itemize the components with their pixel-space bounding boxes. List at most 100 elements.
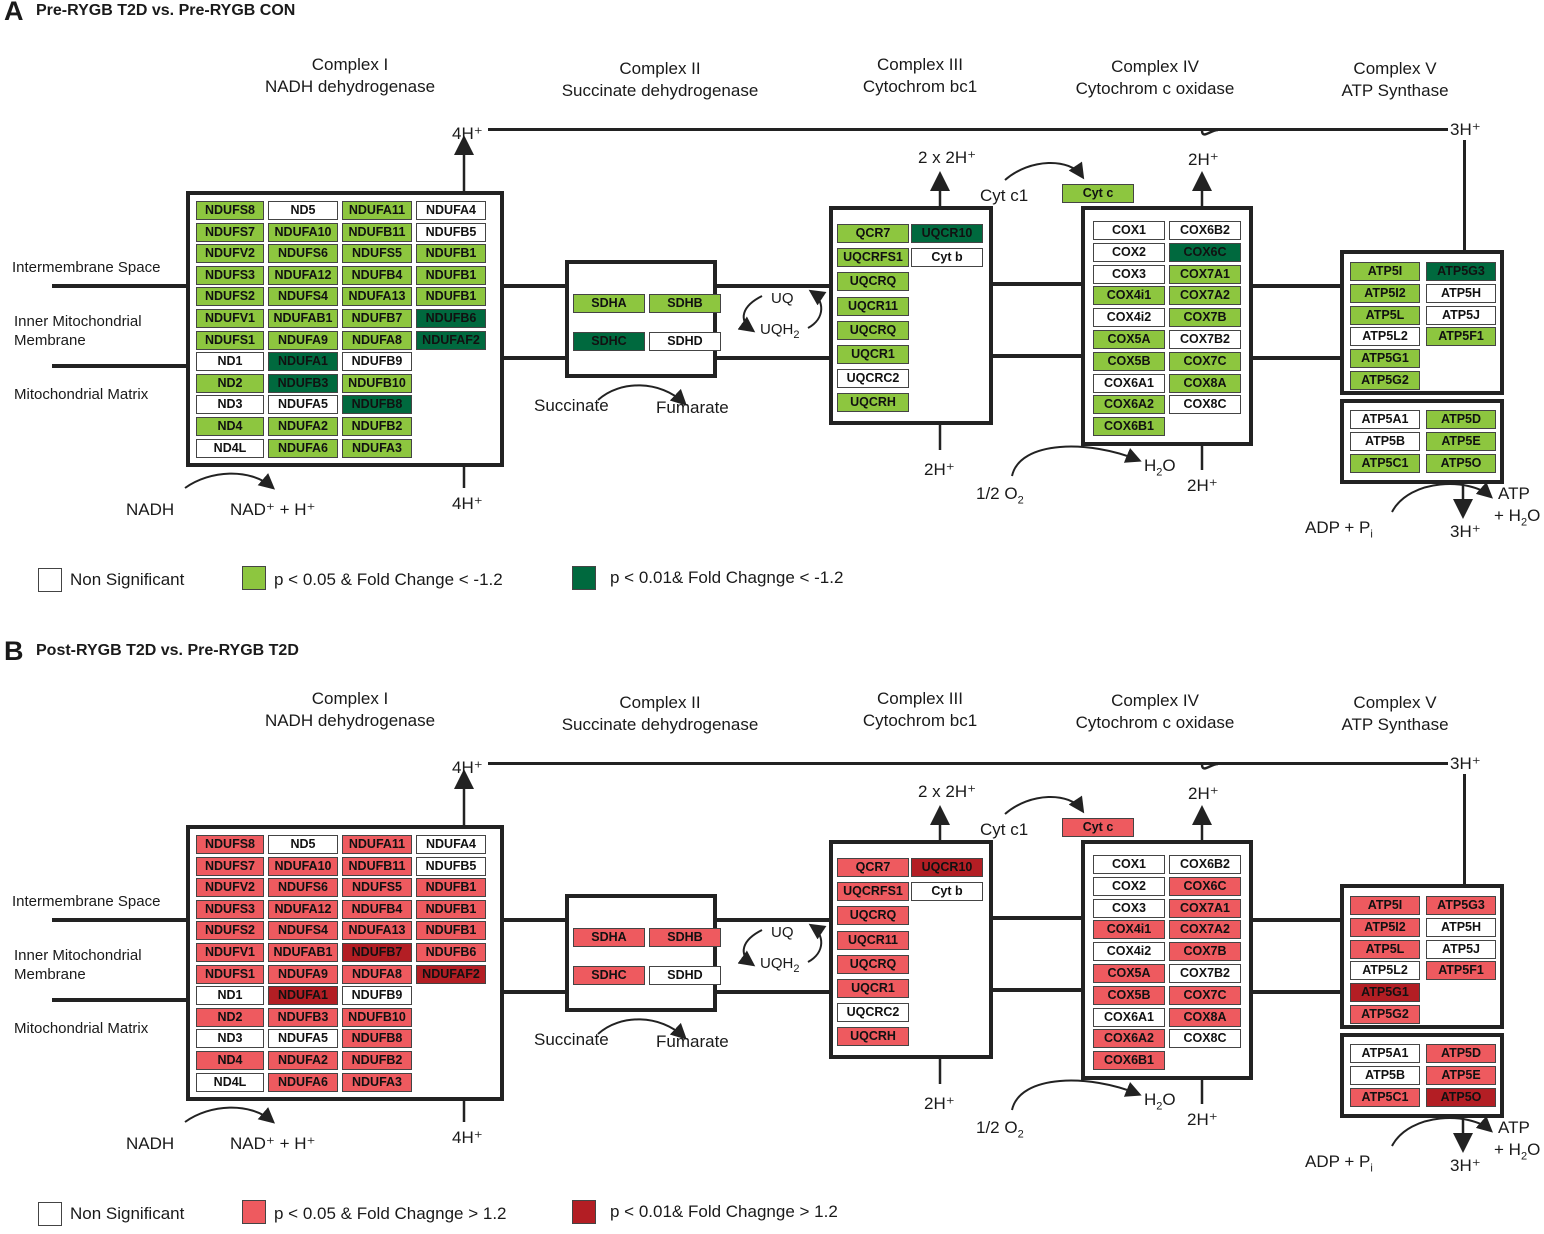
uqh2-label: UQH2 <box>760 321 800 341</box>
nad-label: NAD⁺ + H⁺ <box>230 1134 316 1153</box>
succinate-label: Succinate <box>534 1030 609 1049</box>
gene-sdhd: SDHD <box>649 332 721 351</box>
gene-ndufb5: NDUFB5 <box>416 856 486 876</box>
nadh-label: NADH <box>126 1134 175 1153</box>
gene-ndufb8: NDUFB8 <box>342 1029 412 1049</box>
gene-cox5b: COX5B <box>1093 985 1165 1005</box>
proton-label-3h-top: 3H⁺ <box>1450 754 1481 773</box>
membrane-line <box>1250 284 1344 288</box>
gene-cox8a: COX8A <box>1169 1007 1241 1027</box>
gene-cox6a1: COX6A1 <box>1093 1007 1165 1027</box>
membrane-line <box>500 284 568 288</box>
inner-membrane-label-2: Membrane <box>14 332 86 349</box>
membrane-line <box>714 918 832 922</box>
gene-cyt-b: Cyt b <box>911 248 983 268</box>
gene-ndufb7: NDUFB7 <box>342 309 412 328</box>
atp-synthase-stalk-line <box>1463 140 1466 252</box>
gene-cox5b: COX5B <box>1093 351 1165 371</box>
gene-nd2: ND2 <box>196 1007 264 1027</box>
uq-cycle-left <box>737 929 763 967</box>
gene-ndufa13: NDUFA13 <box>342 921 412 941</box>
adp-arrow <box>1391 1116 1493 1147</box>
legend-swatch-light <box>242 566 266 590</box>
gene-ndufs3: NDUFS3 <box>196 899 264 919</box>
proton-label-complex4: 2H⁺ <box>1188 150 1219 169</box>
legend-swatch-ns <box>38 1202 62 1226</box>
gene-ndufa5: NDUFA5 <box>268 1029 338 1049</box>
gene-atp5c1: ATP5C1 <box>1350 1087 1420 1107</box>
water-label: H2O <box>1144 1090 1176 1113</box>
intermembrane-label: Intermembrane Space <box>12 893 161 910</box>
gene-nd4: ND4 <box>196 417 264 436</box>
gene-cox6a1: COX6A1 <box>1093 373 1165 393</box>
proton-label-4h-top: 4H⁺ <box>452 124 483 143</box>
gene-atp5c1: ATP5C1 <box>1350 453 1420 473</box>
gene-sdhc: SDHC <box>573 332 645 351</box>
membrane-line <box>990 988 1084 992</box>
gene-ndufb4: NDUFB4 <box>342 899 412 919</box>
gene-nd1: ND1 <box>196 986 264 1006</box>
gene-ndufb1: NDUFB1 <box>416 899 486 919</box>
arrow-layer <box>184 762 1493 1153</box>
gene-sdhc: SDHC <box>573 966 645 985</box>
gene-ndufa4: NDUFA4 <box>416 201 486 220</box>
gene-ndufb10: NDUFB10 <box>342 1007 412 1027</box>
adp-label: ADP + Pi <box>1305 1152 1373 1175</box>
legend-label-light: p < 0.05 & Fold Change < -1.2 <box>274 570 503 589</box>
gene-nd5: ND5 <box>268 835 338 854</box>
gene-ndufs2: NDUFS2 <box>196 287 264 307</box>
gene-nd4l: ND4L <box>196 1072 264 1092</box>
proton-label-complex3: 2 x 2H⁺ <box>918 782 977 801</box>
gene-atp5h: ATP5H <box>1426 917 1496 937</box>
atp-water-label: + H2O <box>1494 506 1541 529</box>
gene-cox1: COX1 <box>1093 855 1165 874</box>
oxygen-arrow <box>1011 445 1142 477</box>
gene-atp5j: ATP5J <box>1426 305 1496 325</box>
gene-cox4i2: COX4i2 <box>1093 308 1165 328</box>
gene-cox4i1: COX4i1 <box>1093 286 1165 306</box>
gene-nd4: ND4 <box>196 1051 264 1070</box>
membrane-line <box>714 356 832 360</box>
uq-cycle-right <box>807 289 827 329</box>
gene-ndufa12: NDUFA12 <box>268 899 338 919</box>
gene-cox7a2: COX7A2 <box>1169 920 1241 940</box>
gene-atp5j: ATP5J <box>1426 939 1496 959</box>
gene-ndufa2: NDUFA2 <box>268 1051 338 1070</box>
matrix-label: Mitochondrial Matrix <box>14 1020 149 1037</box>
gene-ndufv1: NDUFV1 <box>196 309 264 328</box>
gene-cox6b1: COX6B1 <box>1093 417 1165 437</box>
gene-ndufa12: NDUFA12 <box>268 265 338 285</box>
membrane-line-top-left <box>52 284 192 288</box>
gene-atp5o: ATP5O <box>1426 1087 1496 1107</box>
gene-atp5l2: ATP5L2 <box>1350 961 1420 981</box>
proton-label-3h-top: 3H⁺ <box>1450 120 1481 139</box>
proton-label-complex4-bottom: 2H⁺ <box>1187 476 1218 495</box>
gene-atp5g2: ATP5G2 <box>1350 1005 1420 1024</box>
gene-sdhb: SDHB <box>649 928 721 947</box>
membrane-line <box>1250 918 1344 922</box>
gene-ndufb3: NDUFB3 <box>268 373 338 393</box>
inner-membrane-label: Inner Mitochondrial <box>14 947 142 964</box>
gene-cox7b: COX7B <box>1169 308 1241 328</box>
uq-label: UQ <box>771 290 794 307</box>
gene-atp5i: ATP5I <box>1350 262 1420 281</box>
gene-nd3: ND3 <box>196 395 264 415</box>
legend-label-dark: p < 0.01& Fold Chagnge > 1.2 <box>610 1202 838 1221</box>
gene-atp5g1: ATP5G1 <box>1350 983 1420 1003</box>
atp-synthase-stalk-line <box>1463 774 1466 886</box>
proton-label-4h-bottom: 4H⁺ <box>452 1128 483 1147</box>
gene-ndufa6: NDUFA6 <box>268 1072 338 1092</box>
gene-atp5d: ATP5D <box>1426 410 1496 429</box>
legend-label-ns: Non Significant <box>70 1204 185 1223</box>
legend-swatch-ns <box>38 568 62 592</box>
membrane-line <box>990 916 1084 920</box>
gene-ndufb6: NDUFB6 <box>416 943 486 962</box>
gene-cox7b: COX7B <box>1169 942 1241 962</box>
